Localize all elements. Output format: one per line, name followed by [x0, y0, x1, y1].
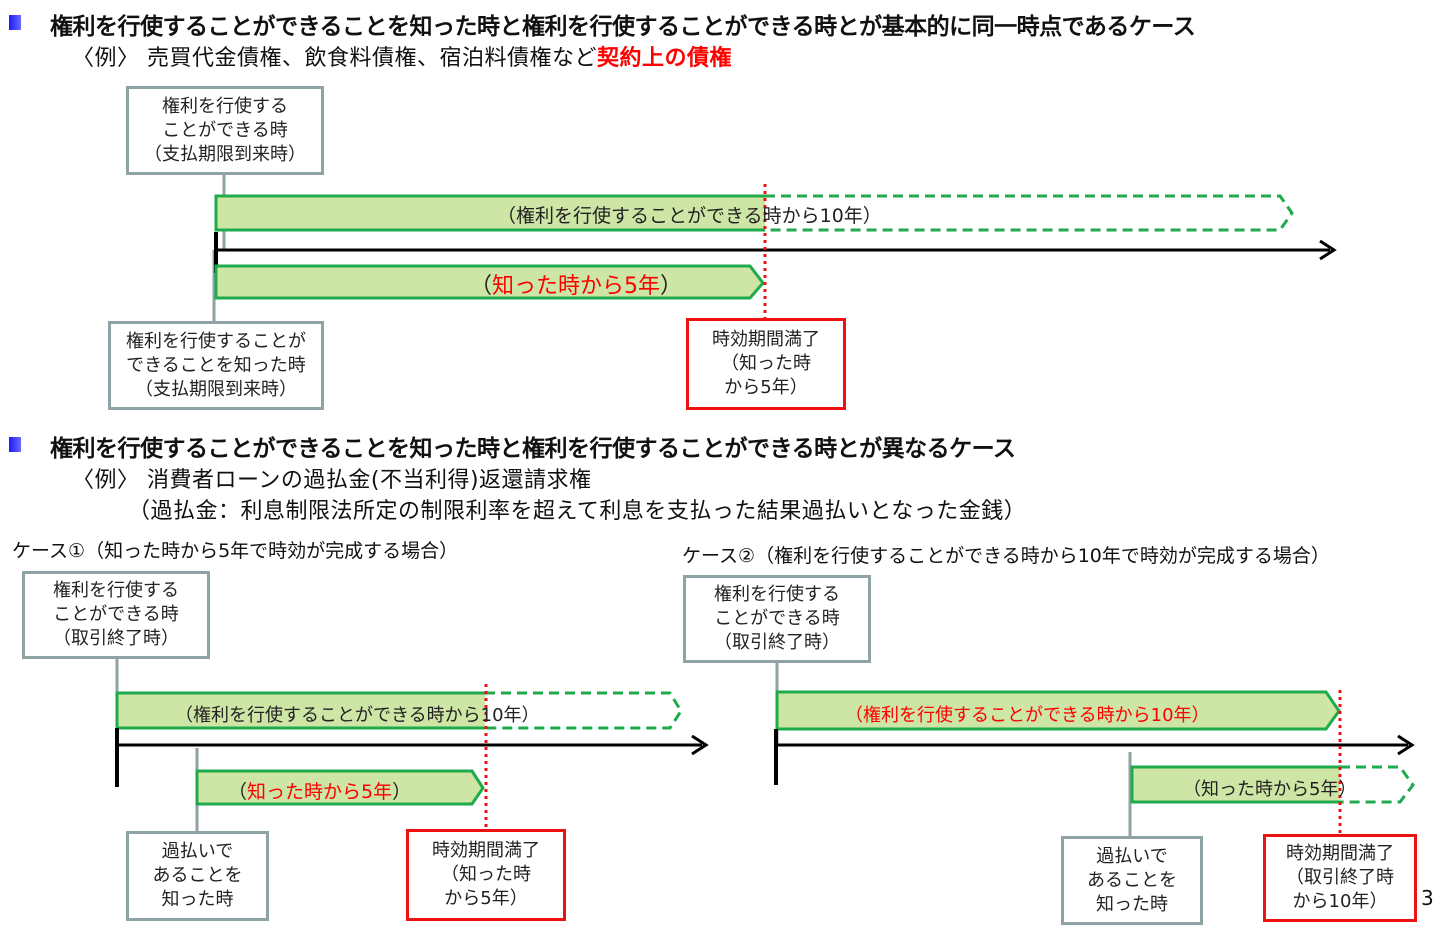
paren: （: [470, 274, 493, 299]
expiry-box: 時効期間満了 （取引終了時 から10年）: [1263, 834, 1417, 922]
box-line: から5年）: [444, 888, 528, 909]
box-line: （取引終了時）: [53, 628, 179, 649]
box-line: （支払期限到来時）: [135, 378, 297, 400]
expiry-box: 時効期間満了 （知った時 から5年）: [686, 318, 846, 410]
box-line: 権利を行使する: [162, 95, 288, 117]
bar-5-years-text: 知った時から5年: [247, 781, 393, 803]
bullet-icon: [9, 437, 21, 452]
box-line: あることを: [1087, 869, 1177, 891]
box-line: から10年）: [1292, 891, 1388, 912]
axis-arrowhead: [691, 734, 709, 756]
box-line: 知った時: [1096, 893, 1168, 915]
box-line: ことができる時: [714, 608, 840, 629]
knowledge-time-box: 過払いで あることを 知った時: [126, 831, 269, 921]
axis-arrowhead: [1397, 734, 1415, 756]
bar-5-years-label: （知った時から5年）: [470, 268, 682, 300]
knowledge-time-box: 権利を行使することが できることを知った時 （支払期限到来時）: [108, 321, 324, 410]
bullet-icon: [9, 15, 21, 30]
box-line: 権利を行使することが: [126, 330, 306, 352]
exercisable-time-box: 権利を行使する ことができる時 （取引終了時）: [683, 575, 871, 663]
box-line: 時効期間満了: [712, 329, 820, 350]
bar-5-years-label: （知った時から5年）: [228, 777, 411, 804]
bar-5-years-text: 知った時から5年: [492, 274, 661, 299]
box-line: から5年）: [724, 377, 808, 398]
bar-10-years-label: （権利を行使することができる時から10年）: [497, 205, 882, 227]
box-line: 権利を行使する: [714, 584, 840, 605]
box-line: ことができる時: [162, 119, 288, 141]
exercisable-time-box: 権利を行使する ことができる時 （取引終了時）: [22, 571, 210, 659]
bar-10-years-label: （権利を行使することができる時から10年）: [175, 705, 540, 726]
box-line: 時効期間満了: [1286, 843, 1394, 864]
bar-5-years-label: （知った時から5年）: [1183, 779, 1357, 800]
section2-example-line2: （過払金：利息制限法所定の制限利率を超えて利息を支払った結果過払いとなった金銭）: [128, 499, 1027, 524]
box-line: （知った時: [441, 864, 531, 885]
exercisable-time-box: 権利を行使する ことができる時 （支払期限到来時）: [126, 86, 324, 175]
paren: （: [228, 781, 248, 803]
axis-arrowhead: [1319, 239, 1337, 261]
box-line: （取引終了時）: [714, 632, 840, 653]
box-line: 過払いで: [1096, 845, 1168, 867]
box-line: 時効期間満了: [432, 840, 540, 861]
paren: ）: [392, 781, 412, 803]
section1-heading: 権利を行使することができることを知った時と権利を行使することができる時とが基本的…: [50, 14, 1196, 40]
box-line: できることを知った時: [126, 354, 306, 376]
box-line: 過払いで: [161, 841, 234, 862]
box-line: 権利を行使する: [53, 580, 179, 601]
knowledge-time-box: 過払いで あることを 知った時: [1061, 836, 1203, 925]
box-line: （支払期限到来時）: [144, 143, 306, 165]
box-line: （取引終了時: [1286, 867, 1394, 888]
paren: ）: [660, 274, 683, 299]
box-line: ことができる時: [53, 604, 179, 625]
box-line: 知った時: [161, 889, 234, 910]
example-text: 〈例〉 売買代金債権、飲食料債権、宿泊料債権など: [72, 46, 597, 71]
example-highlight: 契約上の債権: [597, 46, 733, 71]
section2-example-line1: 〈例〉 消費者ローンの過払金(不当利得)返還請求権: [72, 468, 592, 493]
section2-heading: 権利を行使することができることを知った時と権利を行使することができる時とが異なる…: [50, 436, 1016, 462]
box-line: （知った時: [721, 353, 811, 374]
case2-title: ケース②（権利を行使することができる時から10年で時効が完成する場合）: [682, 545, 1330, 567]
section1-example: 〈例〉 売買代金債権、飲食料債権、宿泊料債権など契約上の債権: [72, 40, 732, 72]
page-number: 3: [1421, 886, 1434, 910]
expiry-box: 時効期間満了 （知った時 から5年）: [406, 829, 566, 921]
case1-title: ケース①（知った時から5年で時効が完成する場合）: [12, 540, 459, 562]
bar-10-years-label: （権利を行使することができる時から10年）: [845, 705, 1210, 726]
box-line: あることを: [152, 865, 243, 886]
